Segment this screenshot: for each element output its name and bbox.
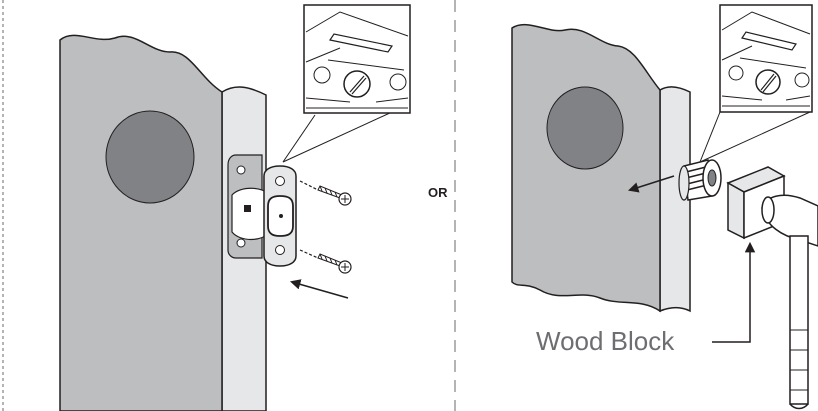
screw-icon [299, 180, 352, 206]
callout-line [699, 111, 721, 163]
recess-screw-bottom [236, 238, 246, 248]
screw-icon [299, 249, 352, 274]
recess-screw-top [236, 165, 246, 175]
latch-bolt-slot [244, 205, 251, 212]
callout-line [282, 114, 316, 163]
faceplate-hole-bottom [275, 245, 285, 255]
door-edge-right [659, 86, 691, 313]
right-scene: Wood Block [511, 4, 818, 410]
callout-line [282, 111, 393, 163]
bore-hole-right [546, 86, 624, 170]
wood-block-leader [712, 241, 756, 343]
hammer-icon [761, 194, 818, 410]
arrow-icon [627, 175, 675, 193]
latch-bolt-center [279, 214, 283, 218]
left-scene [59, 4, 411, 411]
faceplate-hole-top [275, 176, 285, 186]
callout-line [699, 111, 811, 163]
zoom-detail-left [303, 4, 411, 114]
wood-block-label: Wood Block [536, 326, 675, 356]
zoom-detail-right [719, 4, 813, 113]
bore-hole-left [105, 110, 195, 204]
arrow-icon [289, 279, 349, 299]
drive-in-latch [678, 159, 722, 201]
door-face-left [59, 34, 223, 411]
or-label: OR [428, 185, 448, 200]
